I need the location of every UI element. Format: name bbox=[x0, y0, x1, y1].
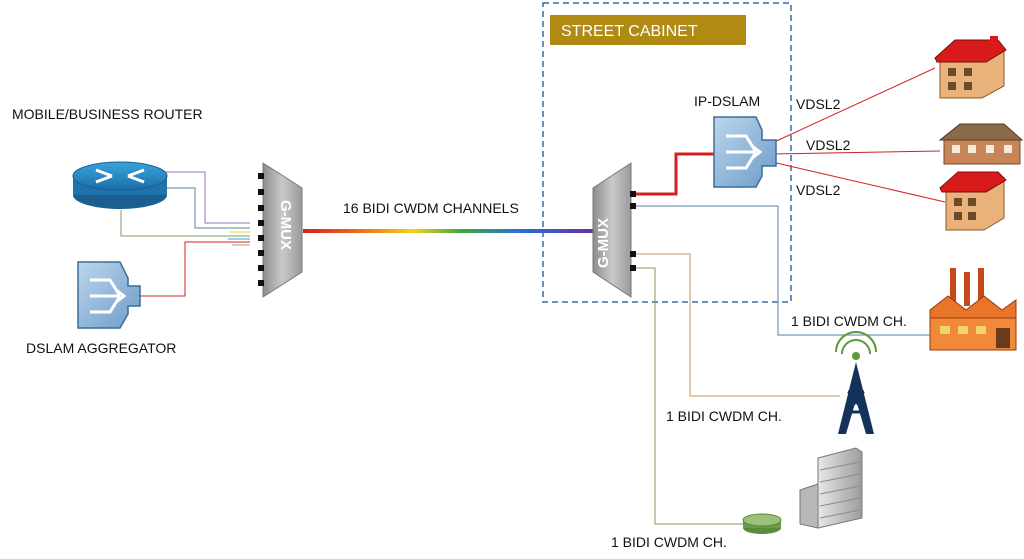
gmux-right-label: G-MUX bbox=[595, 218, 612, 268]
trunk-label: 16 BIDI CWDM CHANNELS bbox=[343, 200, 519, 216]
factory-channel-label: 1 BIDI CWDM CH. bbox=[791, 313, 907, 329]
gmux-left-label: G-MUX bbox=[277, 200, 294, 250]
ip-dslam-icon bbox=[713, 116, 777, 188]
trunk-link bbox=[303, 229, 593, 233]
dslam-aggregator-label: DSLAM AGGREGATOR bbox=[26, 340, 176, 356]
factory-icon bbox=[929, 268, 1017, 351]
router-label: MOBILE/BUSINESS ROUTER bbox=[12, 106, 203, 122]
dslam-aggregator-icon bbox=[77, 261, 141, 329]
street-cabinet-boundary bbox=[542, 2, 792, 303]
office-channel-label: 1 BIDI CWDM CH. bbox=[611, 534, 727, 550]
gmux-right: G-MUX bbox=[592, 162, 636, 298]
distribution-links bbox=[636, 67, 946, 525]
ip-dslam-label: IP-DSLAM bbox=[694, 93, 760, 109]
house-icon-middle bbox=[938, 123, 1024, 165]
antenna-tower-icon bbox=[835, 331, 877, 434]
house-icon-top bbox=[934, 36, 1007, 99]
vdsl2-label-1: VDSL2 bbox=[796, 96, 841, 112]
street-cabinet-label-box bbox=[550, 15, 746, 45]
vdsl2-label-2: VDSL2 bbox=[806, 137, 851, 153]
gmux-left: G-MUX bbox=[258, 162, 303, 298]
tower-channel-label: 1 BIDI CWDM CH. bbox=[666, 408, 782, 424]
vdsl2-label-3: VDSL2 bbox=[796, 182, 841, 198]
office-building-icon bbox=[799, 447, 863, 529]
street-cabinet-label: STREET CABINET bbox=[561, 23, 698, 40]
router-icon bbox=[72, 161, 168, 209]
small-router-icon bbox=[742, 513, 782, 534]
house-icon-bottom bbox=[939, 171, 1007, 231]
router-links bbox=[120, 171, 250, 297]
